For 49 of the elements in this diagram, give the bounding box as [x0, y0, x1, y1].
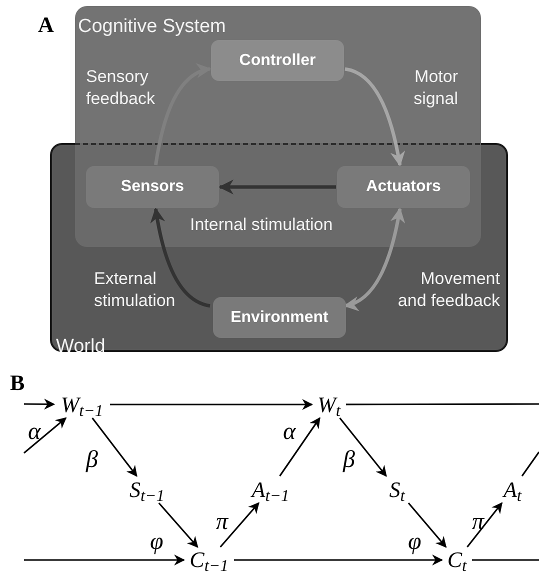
panel-letter: A: [38, 14, 54, 36]
variable-label: S$_{t−1}$: [125, 477, 169, 502]
process-box: Actuators: [337, 166, 470, 208]
edge-label: External stimulation: [94, 268, 176, 312]
arrow: [344, 208, 405, 310]
arrow: [408, 502, 447, 548]
arrow: [158, 502, 198, 548]
arrow: [24, 398, 56, 410]
group-title: World: [56, 337, 106, 356]
arrow: [24, 554, 186, 566]
arrow: [150, 208, 210, 308]
group-title: Cognitive System: [78, 17, 226, 36]
edge-label: α: [28, 420, 42, 444]
process-box: Environment: [213, 297, 346, 338]
process-box: Controller: [211, 40, 344, 81]
edge-label: π: [216, 510, 230, 534]
process-box: Sensors: [86, 166, 219, 208]
arrow: [466, 502, 503, 548]
connector-line: [521, 452, 539, 476]
variable-label: C$_{t−1}$: [185, 548, 233, 572]
arrow: [92, 418, 138, 477]
edge-label: α: [283, 420, 297, 444]
edge-label: π: [472, 510, 486, 534]
variable-label: A$_{t−1}$: [248, 477, 293, 502]
edge-label: β: [86, 448, 99, 472]
arrow: [344, 67, 405, 166]
variable-label: C$_{t}$: [443, 548, 471, 572]
edge-label: Internal stimulation: [190, 214, 334, 236]
arrow: [339, 418, 387, 477]
arrow: [220, 502, 260, 548]
connector-line: [472, 559, 539, 561]
arrow: [23, 417, 67, 454]
arrow: [218, 180, 336, 194]
arrow: [234, 554, 444, 566]
variable-label: A$_{t}$: [500, 477, 525, 502]
edge-label: β: [343, 448, 356, 472]
variable-label: W$_{t}$: [313, 392, 345, 417]
arrow: [110, 399, 314, 410]
panel-letter: B: [10, 372, 25, 394]
edge-label: φ: [150, 530, 164, 554]
connector-line: [346, 403, 539, 406]
edge-label: φ: [408, 530, 422, 554]
arrow: [279, 417, 320, 476]
edge-label: Sensory feedback: [86, 66, 156, 110]
arrow: [154, 64, 212, 166]
variable-label: W$_{t−1}$: [55, 392, 109, 417]
variable-label: S$_{t}$: [385, 477, 409, 502]
edge-label: Movement and feedback: [396, 268, 500, 312]
edge-label: Motor signal: [412, 66, 458, 110]
